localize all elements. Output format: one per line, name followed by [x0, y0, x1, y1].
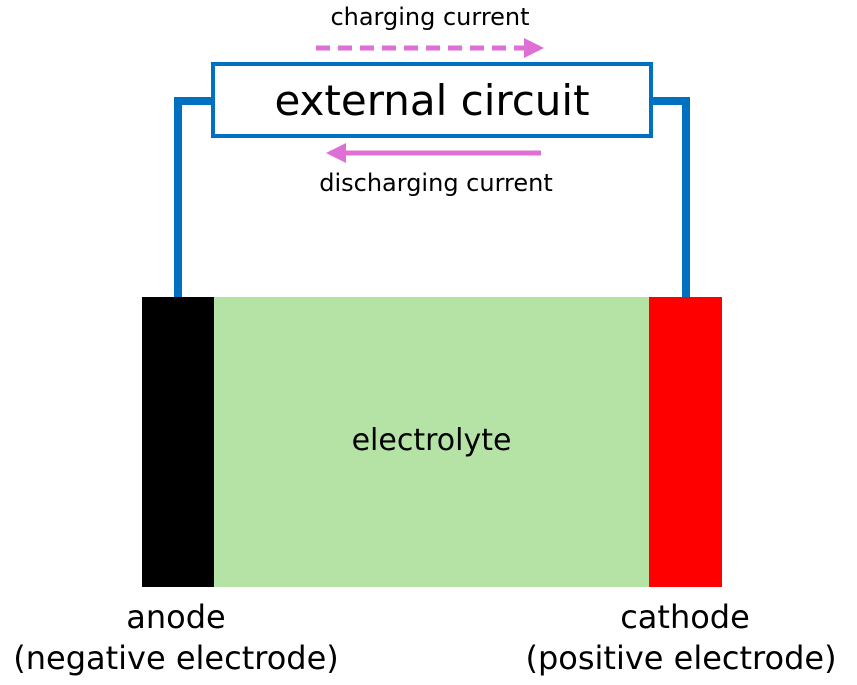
- anode-sublabel: (negative electrode): [13, 639, 339, 677]
- anode-label: anode: [126, 598, 226, 636]
- electrolyte-label: electrolyte: [351, 423, 512, 458]
- anode-electrode: [142, 297, 214, 587]
- left-wire: [174, 97, 214, 297]
- charging-current-label: charging current: [330, 3, 530, 31]
- discharging-current-label: discharging current: [319, 169, 553, 197]
- right-wire: [651, 97, 690, 297]
- cathode-label: cathode: [620, 598, 750, 636]
- external-circuit-box: [211, 62, 653, 138]
- cathode-electrode: [649, 297, 722, 587]
- external-circuit-label: external circuit: [274, 76, 590, 125]
- cathode-sublabel: (positive electrode): [525, 639, 837, 677]
- electrolyte-region: [214, 297, 649, 587]
